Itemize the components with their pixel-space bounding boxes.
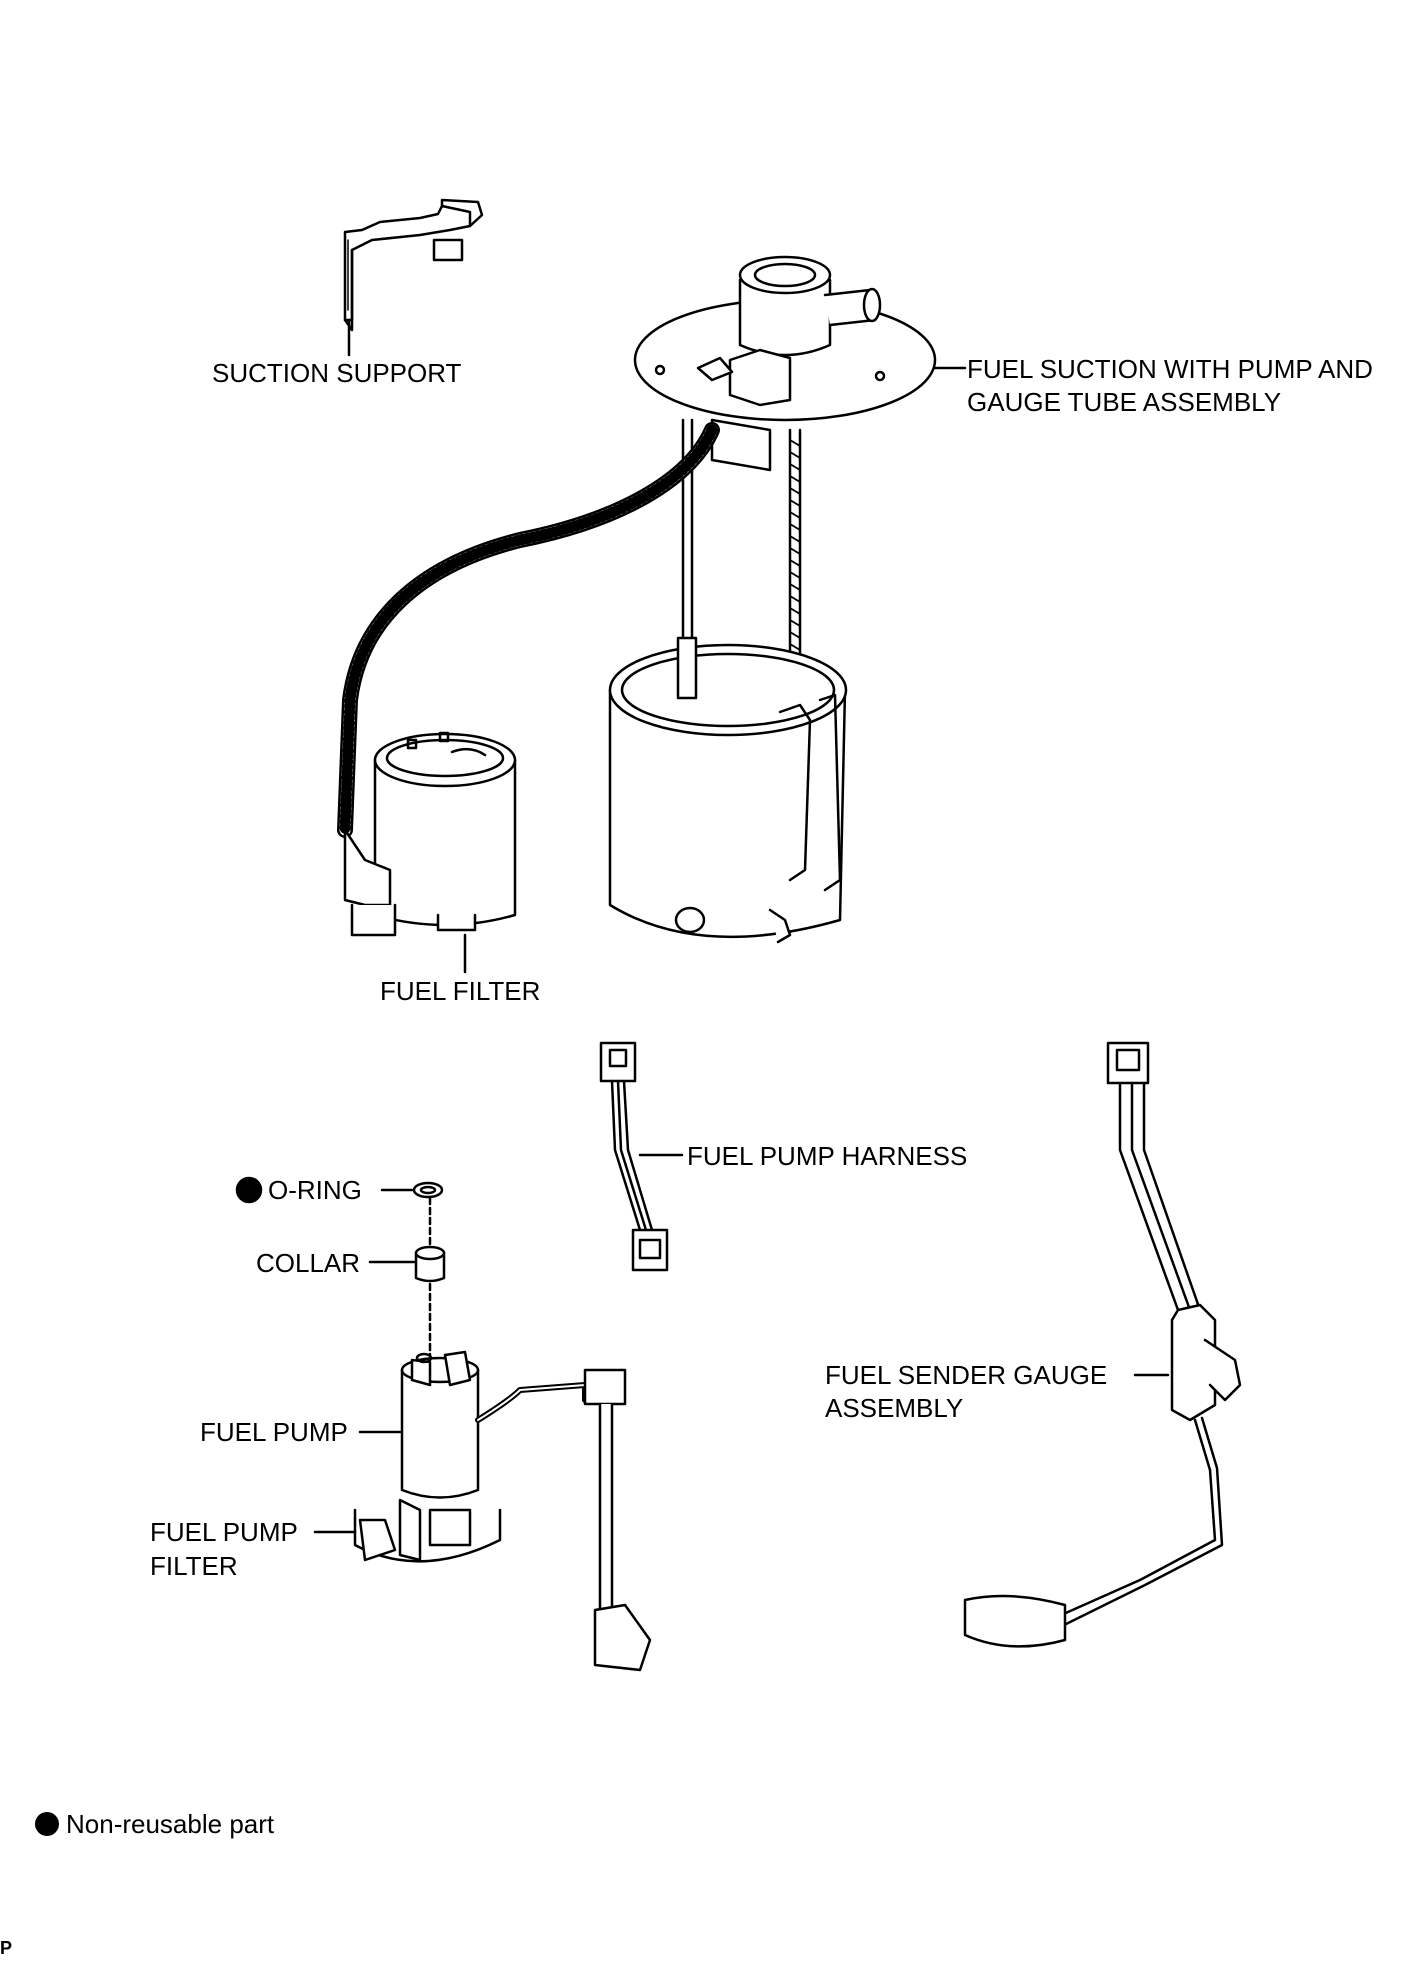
fuel-pump-part: [358, 1350, 652, 1672]
label-fuel-suction-line2: GAUGE TUBE ASSEMBLY: [967, 387, 1282, 417]
label-o-ring: O-RING: [268, 1175, 362, 1205]
label-fuel-pump-filter-line1: FUEL PUMP: [150, 1517, 298, 1547]
label-fuel-pump-filter-line2: FILTER: [150, 1551, 238, 1581]
label-fuel-suction-line1: FUEL SUCTION WITH PUMP AND: [967, 354, 1373, 384]
fuel-sender-gauge-part: [963, 1041, 1242, 1648]
label-collar: COLLAR: [256, 1248, 361, 1278]
fuel-filter-part: [343, 731, 517, 974]
fuel-pump-filter-part: [313, 1498, 502, 1563]
legend-non-reusable-icon: [35, 1812, 59, 1836]
label-fuel-pump-harness: FUEL PUMP HARNESS: [687, 1141, 968, 1171]
fuel-suction-assembly-part: [608, 255, 967, 944]
label-fuel-sender-line1: FUEL SENDER GAUGE: [825, 1360, 1108, 1390]
fuel-pump-harness-part: [599, 1041, 684, 1272]
suction-support-part: [343, 198, 484, 357]
label-fuel-filter: FUEL FILTER: [380, 976, 541, 1006]
collar-part: [368, 1245, 446, 1283]
o-ring-part: [380, 1181, 444, 1199]
label-suction-support: SUCTION SUPPORT: [212, 358, 462, 388]
fuel-hose-part: [337, 422, 720, 838]
label-fuel-sender-line2: ASSEMBLY: [825, 1393, 964, 1423]
non-reusable-mark-icon: [235, 1176, 263, 1204]
legend-non-reusable-text: Non-reusable part: [66, 1809, 275, 1839]
label-fuel-pump: FUEL PUMP: [200, 1417, 348, 1447]
corner-mark: P: [0, 1938, 13, 1958]
